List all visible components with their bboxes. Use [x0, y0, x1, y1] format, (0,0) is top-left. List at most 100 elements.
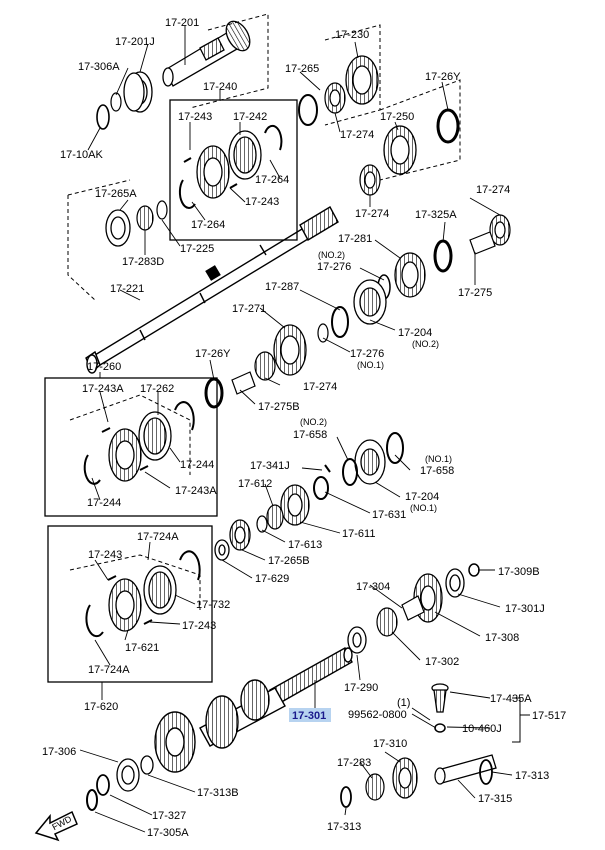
label-17-243a-a: 17-243A [82, 383, 124, 395]
label-17-629: 17-629 [255, 573, 289, 585]
label-17-271: 17-271 [232, 303, 266, 315]
label-17-724a-b: 17-724A [88, 664, 130, 676]
label-17-658-b: 17-658 [420, 465, 454, 477]
label-17-611: 17-611 [342, 528, 375, 540]
bearing-17-302 [376, 607, 398, 637]
label-17-305a: 17-305A [147, 827, 189, 839]
label-17-302: 17-302 [425, 656, 459, 668]
label-10-460j: 10-460J [462, 723, 502, 735]
label-17-517: 17-517 [532, 710, 566, 722]
label-17-201j: 17-201J [115, 36, 155, 48]
bearing-17-283 [365, 773, 385, 801]
label-17-290: 17-290 [344, 682, 378, 694]
label-17-26y-b: 17-26Y [195, 348, 231, 360]
label-17-26y-a: 17-26Y [425, 71, 461, 83]
label-17-260: 17-260 [87, 361, 121, 373]
gear-17-265b [229, 519, 251, 551]
bearing-17-301j [445, 568, 465, 598]
sleeve-17-265a [105, 209, 131, 247]
label-17-313-a: 17-313 [515, 770, 549, 782]
label-17-264-b: 17-264 [191, 219, 225, 231]
gear-17-308 [413, 573, 443, 623]
label-17-308: 17-308 [485, 632, 519, 644]
countershaft-17-301 [154, 647, 353, 773]
label-17-313b: 17-313B [197, 787, 239, 799]
input-shaft-17-201 [162, 20, 251, 87]
bolt-17-435a [431, 683, 449, 713]
gear-17-204-no1 [354, 439, 386, 485]
label-paren-1: (1) [397, 697, 410, 709]
bearing-17-290 [347, 626, 367, 654]
label-17-274-c: 17-274 [476, 184, 510, 196]
label-17-262: 17-262 [140, 383, 174, 395]
label-17-612: 17-612 [238, 478, 272, 490]
bearing-17-201j [123, 71, 153, 113]
label-17-243-b: 17-243 [245, 196, 279, 208]
label-17-315: 17-315 [478, 793, 512, 805]
label-17-265: 17-265 [285, 63, 319, 75]
gear-17-310 [392, 757, 418, 799]
gear-17-204-no2 [353, 279, 387, 325]
label-17-306: 17-306 [42, 746, 76, 758]
label-17-301-highlight [289, 708, 331, 722]
label-17-620: 17-620 [84, 701, 118, 713]
label-17-613: 17-613 [288, 539, 322, 551]
label-17-244-b: 17-244 [87, 497, 121, 509]
bearing-17-274d [254, 351, 276, 381]
label-17-201: 17-201 [165, 17, 199, 29]
synchro-17-620 [85, 550, 201, 638]
label-17-244-a: 17-244 [180, 459, 214, 471]
bearing-17-306 [116, 758, 140, 792]
label-17-287: 17-287 [265, 281, 299, 293]
synchro-17-260 [83, 401, 195, 485]
label-17-621: 17-621 [125, 642, 159, 654]
label-17-264-a: 17-264 [255, 174, 289, 186]
fwd-arrow-icon [34, 810, 78, 842]
label-17-281: 17-281 [338, 233, 372, 245]
label-no2-a: (NO.2) [318, 250, 345, 260]
synchro-17-240 [178, 124, 283, 209]
label-17-306a: 17-306A [78, 61, 120, 73]
bearing-17-274b [359, 164, 381, 196]
label-17-274-d: 17-274 [303, 381, 337, 393]
label-17-204-b: 17-204 [405, 491, 439, 503]
label-17-274-b: 17-274 [355, 208, 389, 220]
bearing-17-283d [136, 205, 154, 231]
label-17-221: 17-221 [110, 283, 144, 295]
bearing-17-274a [324, 82, 346, 114]
label-no1-c: (NO.1) [410, 503, 437, 513]
label-17-276-b: 17-276 [350, 348, 384, 360]
label-17-243-d: 17-243 [182, 620, 216, 632]
label-17-301[interactable]: 17-301 [292, 710, 326, 722]
nut-17-629 [214, 539, 230, 561]
gear-17-271 [273, 324, 307, 376]
label-17-309b: 17-309B [498, 566, 540, 578]
label-17-724a-a: 17-724A [137, 531, 179, 543]
label-17-283d: 17-283D [122, 256, 164, 268]
label-17-658-a: 17-658 [293, 429, 327, 441]
label-17-304: 17-304 [356, 581, 390, 593]
label-17-276-a: 17-276 [317, 261, 351, 273]
label-17-225: 17-225 [180, 243, 214, 255]
label-17-313-c: 17-313 [327, 821, 361, 833]
label-no1-b: (NO.1) [425, 454, 452, 464]
label-17-250: 17-250 [380, 111, 414, 123]
gear-17-611 [280, 484, 310, 526]
gear-17-250 [383, 125, 417, 175]
label-17-265a: 17-265A [95, 188, 137, 200]
label-17-301j: 17-301J [505, 603, 545, 615]
label-no1-a: (NO.1) [357, 360, 384, 370]
label-17-283: 17-283 [337, 757, 371, 769]
label-17-310: 17-310 [373, 738, 407, 750]
label-17-732: 17-732 [196, 599, 230, 611]
label-99562-0800: 99562-0800 [348, 709, 407, 721]
gear-17-281 [394, 252, 426, 298]
label-17-325a: 17-325A [415, 209, 457, 221]
label-17-275: 17-275 [458, 287, 492, 299]
label-17-242: 17-242 [233, 111, 267, 123]
bearing-17-612 [266, 504, 284, 530]
label-no2-b: (NO.2) [412, 339, 439, 349]
label-17-10ak: 17-10AK [60, 149, 103, 161]
